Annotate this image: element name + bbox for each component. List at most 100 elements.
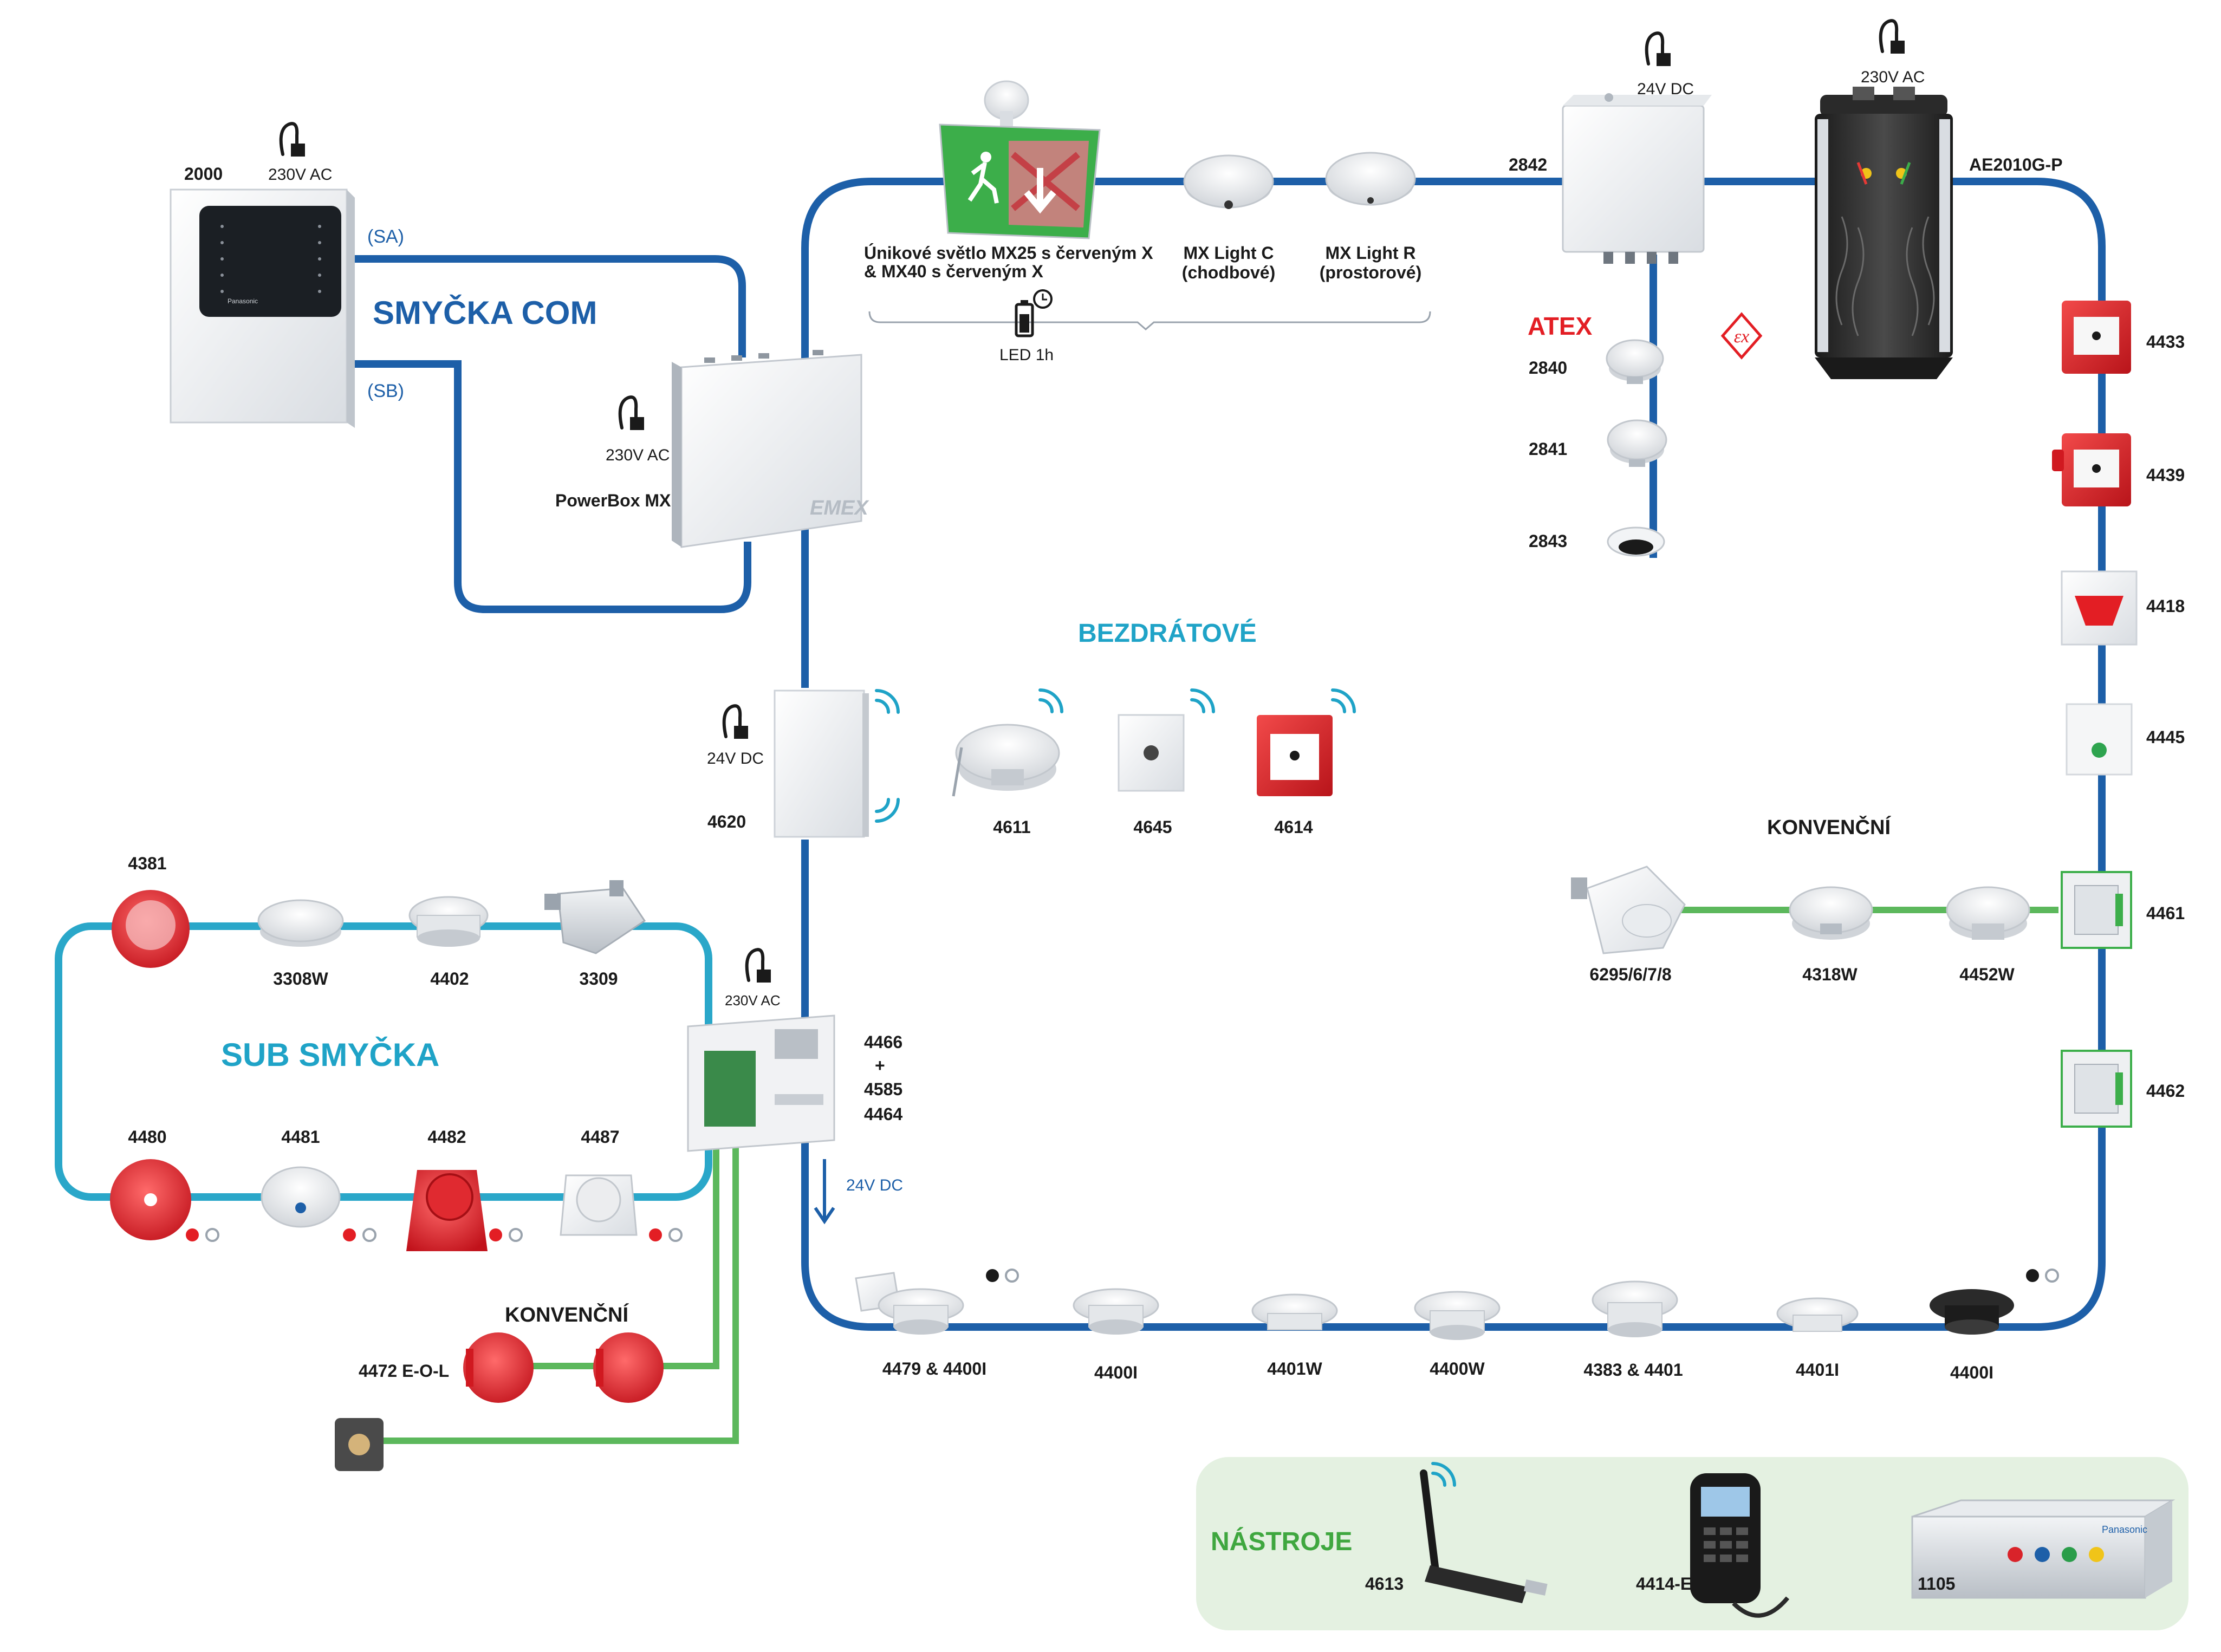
title-konvencni-right: KONVENČNÍ — [1767, 815, 1891, 839]
powerbox-mx[interactable]: EMEX — [672, 350, 869, 548]
plug-icons — [279, 19, 1905, 983]
label-bottom-6: 4401I — [1796, 1360, 1839, 1380]
atex-base-2843[interactable] — [1607, 526, 1665, 557]
title-bezdratove: BEZDRÁTOVÉ — [1078, 619, 1257, 648]
label-4614: 4614 — [1274, 817, 1313, 837]
bottom-detector-4400i-a[interactable] — [1073, 1288, 1159, 1335]
tools-brand-logo: Panasonic — [2102, 1524, 2147, 1535]
label-2842: 2842 — [1509, 155, 1547, 174]
sounder-4472-b[interactable] — [593, 1332, 664, 1403]
loop-label-sa: (SA) — [367, 226, 404, 247]
plug-icon-ae2010 — [1879, 19, 1905, 54]
atex-detector-2840[interactable] — [1606, 339, 1664, 384]
label-4645: 4645 — [1133, 817, 1172, 837]
plug-icon-2842 — [1645, 31, 1671, 66]
title-konvencni-left: KONVENČNÍ — [505, 1302, 629, 1326]
label-exit-led: LED 1h — [999, 346, 1054, 364]
exit-light-mx25[interactable] — [939, 80, 1101, 239]
label-powerbox: PowerBox MX — [555, 491, 671, 510]
conventional-left-wire-2 — [379, 1143, 739, 1444]
siren-4480[interactable] — [110, 1159, 191, 1240]
sounder-4418[interactable] — [2061, 570, 2138, 646]
title-sub-smycka: SUB SMYČKA — [221, 1037, 439, 1073]
label-4452w: 4452W — [1959, 965, 2015, 984]
plug-icon-powerbox — [618, 395, 644, 430]
label-2840: 2840 — [1529, 358, 1567, 378]
label-bottom-2: 4400I — [1094, 1363, 1138, 1382]
junction-box-2842[interactable] — [1562, 93, 1712, 264]
power-4620: 24V DC — [707, 750, 764, 768]
label-controller-3: 4585 — [864, 1079, 902, 1099]
label-4318w: 4318W — [1802, 965, 1858, 984]
powerbox-brand-logo: EMEX — [810, 497, 869, 519]
bottom-detector-4401w[interactable] — [1251, 1293, 1338, 1330]
handheld-4414-e[interactable] — [1690, 1473, 1790, 1618]
detector-3308w[interactable] — [257, 899, 344, 947]
siren-4487[interactable] — [560, 1174, 638, 1236]
bottom-detector-4401i[interactable] — [1776, 1297, 1859, 1332]
label-4487: 4487 — [581, 1127, 619, 1147]
module-4462[interactable] — [2061, 1050, 2132, 1128]
sounder-4472-a[interactable] — [463, 1332, 534, 1403]
detector-4402[interactable] — [408, 896, 489, 947]
label-bottom-3: 4401W — [1267, 1359, 1322, 1378]
label-1105: 1105 — [1918, 1574, 1955, 1594]
label-4461: 4461 — [2146, 903, 2185, 923]
bottom-detector-4383[interactable] — [1592, 1280, 1678, 1337]
label-4462: 4462 — [2146, 1081, 2185, 1101]
label-mx-light-c-1: MX Light C — [1183, 243, 1274, 263]
label-2843: 2843 — [1529, 531, 1567, 551]
module-4461[interactable] — [2061, 871, 2132, 949]
wireless-call-point-4614[interactable] — [1257, 715, 1333, 796]
beacon-4381[interactable] — [112, 890, 190, 968]
wireless-translator-4620[interactable] — [774, 690, 869, 838]
power-4466: 230V AC — [725, 992, 781, 1009]
bottom-detector-4479[interactable] — [855, 1272, 964, 1335]
title-atex: ATEX — [1528, 312, 1593, 340]
wiring — [55, 178, 2106, 1444]
eol-module[interactable] — [335, 1418, 384, 1471]
label-mx-light-c-2: (chodbové) — [1182, 263, 1275, 282]
status-dots — [186, 1228, 2059, 1283]
label-4481: 4481 — [281, 1127, 320, 1147]
control-panel-2000[interactable]: Panasonic — [170, 188, 355, 428]
label-controller-4: 4464 — [864, 1104, 902, 1124]
wireless-detector-4611[interactable] — [952, 724, 1060, 797]
label-mx-light-r-2: (prostorové) — [1320, 263, 1421, 282]
label-bottom-7: 4400I — [1950, 1363, 1993, 1382]
label-bottom-4: 4400W — [1430, 1359, 1485, 1378]
atex-detector-2841[interactable] — [1607, 419, 1667, 467]
mx-light-c[interactable] — [1183, 154, 1274, 209]
usb-dongle-4613[interactable] — [1420, 1469, 1548, 1603]
wireless-module-4645[interactable] — [1118, 714, 1185, 792]
bottom-detector-4400i-b[interactable] — [1930, 1289, 2014, 1335]
label-2841: 2841 — [1529, 439, 1567, 459]
svg-text:εx: εx — [1734, 327, 1750, 347]
label-4381: 4381 — [128, 854, 166, 873]
module-4445[interactable] — [2066, 703, 2133, 776]
label-3309: 3309 — [579, 969, 618, 988]
conventional-left-wire-1 — [531, 1143, 719, 1369]
power-2842: 24V DC — [1637, 80, 1694, 98]
bottom-detector-4400w[interactable] — [1414, 1291, 1501, 1340]
label-4472-eol: 4472 E-O-L — [359, 1361, 449, 1381]
label-4433: 4433 — [2146, 332, 2185, 352]
power-out-24v: 24V DC — [846, 1176, 903, 1194]
wireless-signal-icons — [875, 688, 1456, 1487]
ae2010g-p-unit[interactable] — [1815, 87, 1953, 379]
detector-4318w[interactable] — [1789, 886, 1873, 940]
detector-6295[interactable] — [1571, 866, 1686, 954]
power-powerbox: 230V AC — [606, 446, 670, 464]
label-4418: 4418 — [2146, 596, 2185, 616]
beacon-4481[interactable] — [261, 1166, 341, 1228]
controller-4466[interactable] — [687, 1014, 835, 1152]
call-point-4439[interactable] — [2052, 433, 2131, 506]
test-unit-1105[interactable]: Panasonic — [1911, 1499, 2175, 1599]
detector-3309[interactable] — [544, 880, 646, 954]
call-point-4433[interactable] — [2062, 301, 2131, 374]
siren-4482[interactable] — [406, 1170, 488, 1251]
detector-4452w[interactable] — [1946, 886, 2030, 940]
label-4402: 4402 — [430, 969, 469, 988]
plug-icon-4620 — [722, 704, 748, 739]
mx-light-r[interactable] — [1325, 152, 1416, 206]
